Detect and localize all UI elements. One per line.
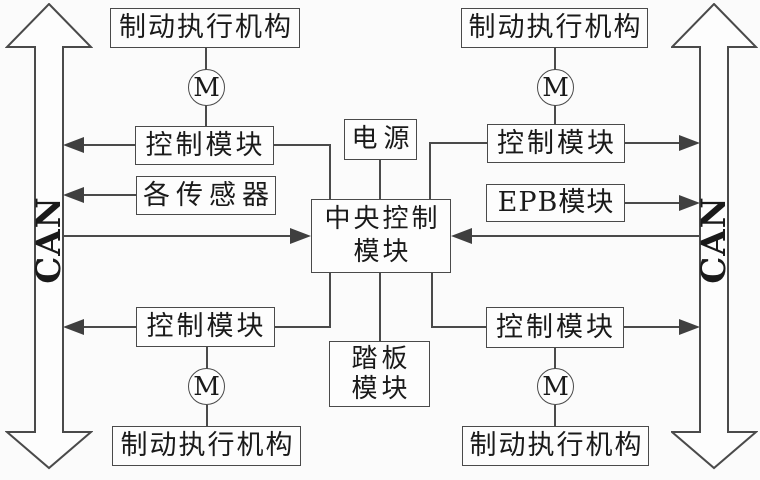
connector-control-tr-to-can (624, 142, 680, 144)
brake-actuator-box-bottom-left: 制动执行机构 (112, 426, 301, 466)
arrowhead-can-to-central-right (451, 228, 472, 244)
power-supply-label: 电源 (351, 124, 416, 155)
connector-central-to-pedal (379, 273, 381, 342)
sensors-label: 各传感器 (143, 179, 275, 211)
arrowhead-control-tr-to-can (679, 135, 700, 151)
control-module-box-top-right: 控制模块 (487, 124, 625, 163)
connector-control-motor-bottom-left (206, 347, 208, 369)
control-module-box-top-left: 控制模块 (135, 126, 274, 165)
motor-label: M (542, 72, 569, 103)
central-control-label-line1: 中央控制 (324, 204, 441, 234)
motor-circle-top-left: M (188, 69, 225, 106)
arrowhead-sensors-to-can (63, 187, 84, 203)
power-supply-box: 电源 (344, 119, 417, 160)
connector-control-tl-to-central-v (329, 144, 331, 200)
connector-actuator-motor-top-left (205, 48, 207, 70)
control-module-label: 控制模块 (146, 311, 267, 343)
pedal-module-box: 踏板 模块 (329, 341, 430, 407)
connector-central-to-control-br-h (431, 326, 487, 328)
connector-sensors-to-can (78, 194, 136, 196)
epb-module-box: EPB模块 (486, 184, 625, 222)
control-module-box-bottom-left: 控制模块 (136, 307, 275, 347)
connector-power-to-central (379, 159, 381, 200)
pedal-module-label-line1: 踏板 (351, 344, 412, 374)
arrowhead-control-tl-to-can (63, 137, 84, 153)
brake-actuator-box-top-left: 制动执行机构 (110, 8, 300, 48)
control-module-box-bottom-right: 控制模块 (486, 307, 624, 348)
motor-circle-top-right: M (537, 69, 574, 106)
arrowhead-control-br-to-can (679, 319, 700, 335)
central-control-module-box: 中央控制 模块 (311, 199, 451, 273)
connector-central-to-control-bl-v (329, 273, 331, 328)
arrowhead-can-to-central-left (290, 228, 311, 244)
connector-control-tl-to-central-h (273, 144, 331, 146)
brake-actuator-label: 制动执行机构 (468, 12, 643, 44)
brake-actuator-label: 制动执行机构 (469, 430, 644, 462)
brake-actuator-label: 制动执行机构 (119, 12, 293, 44)
connector-motor-control-top-right (554, 105, 556, 124)
connector-actuator-motor-top-right (554, 48, 556, 70)
control-module-label: 控制模块 (496, 311, 616, 343)
arrowhead-control-bl-to-can (63, 319, 84, 335)
connector-epb-to-can (624, 202, 680, 204)
connector-motor-actuator-bottom-left (206, 405, 208, 426)
connector-control-tl-to-can (78, 144, 135, 146)
motor-label: M (193, 371, 220, 402)
brake-actuator-box-bottom-right: 制动执行机构 (462, 426, 649, 466)
central-control-label-line2: 模块 (353, 237, 412, 267)
brake-actuator-box-top-right: 制动执行机构 (461, 8, 648, 48)
epb-module-label: EPB模块 (497, 187, 615, 219)
connector-central-to-control-br-v (431, 273, 433, 328)
control-module-label: 控制模块 (145, 129, 266, 161)
connector-central-to-control-bl-h (274, 326, 331, 328)
can-bus-left-arrow (5, 3, 93, 470)
connector-control-tr-to-central-v (429, 142, 431, 200)
connector-motor-control-top-left (205, 105, 207, 126)
connector-motor-actuator-bottom-right (554, 405, 556, 426)
motor-label: M (193, 72, 220, 103)
can-bus-right-label: CAN (694, 196, 734, 284)
brake-actuator-label: 制动执行机构 (120, 430, 295, 462)
motor-circle-bottom-left: M (188, 368, 225, 405)
sensors-box: 各传感器 (136, 176, 276, 215)
connector-control-bl-to-can (78, 326, 136, 328)
motor-label: M (542, 371, 569, 402)
connector-can-to-central-left (63, 235, 292, 237)
can-bus-right-arrow (671, 3, 758, 470)
connector-can-to-central-right (468, 235, 700, 237)
motor-circle-bottom-right: M (537, 368, 574, 405)
connector-control-br-to-can (623, 326, 680, 328)
connector-control-motor-bottom-right (554, 348, 556, 369)
pedal-module-label-line2: 模块 (351, 374, 412, 404)
arrowhead-epb-to-can (679, 195, 700, 211)
control-module-label: 控制模块 (497, 127, 617, 159)
connector-control-tr-to-central-h (429, 142, 487, 144)
